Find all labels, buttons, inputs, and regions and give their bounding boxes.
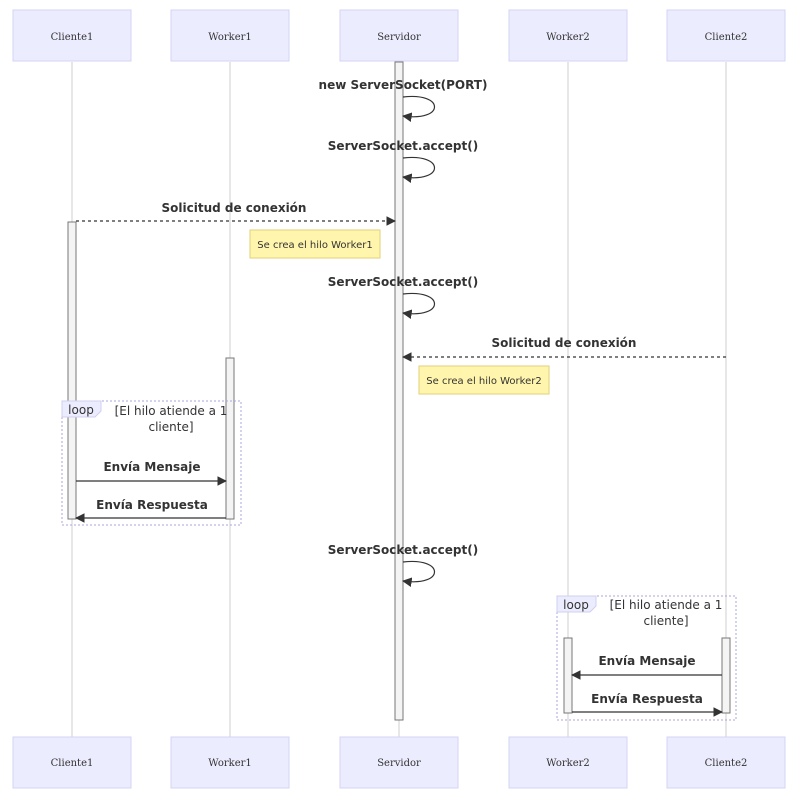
message-solicitud-1: Solicitud de conexión bbox=[76, 201, 396, 226]
actor-servidor-bottom: Servidor bbox=[339, 736, 459, 789]
loop-condition-line1: [El hilo atiende a 1 bbox=[610, 598, 723, 612]
message-label: Envía Respuesta bbox=[96, 498, 208, 512]
note-worker2-created: Se crea el hilo Worker2 bbox=[418, 365, 550, 395]
actor-label: Cliente2 bbox=[705, 758, 748, 769]
self-arrow bbox=[402, 292, 435, 319]
activation-cliente1 bbox=[67, 221, 77, 520]
loop-label: loop bbox=[563, 598, 589, 612]
self-arrow bbox=[402, 95, 435, 122]
message-label: ServerSocket.accept() bbox=[328, 543, 478, 557]
actor-label: Worker2 bbox=[546, 758, 590, 769]
message-envia-mensaje-1: Envía Mensaje bbox=[76, 460, 227, 486]
actor-label: Servidor bbox=[377, 32, 421, 43]
actor-worker1-bottom: Worker1 bbox=[170, 736, 290, 789]
self-arrow bbox=[402, 156, 435, 183]
actor-cliente2-bottom: Cliente2 bbox=[666, 736, 786, 789]
message-envia-respuesta-1: Envía Respuesta bbox=[75, 498, 226, 523]
actor-cliente2-top: Cliente2 bbox=[666, 9, 786, 62]
note-worker1-created: Se crea el hilo Worker1 bbox=[249, 229, 381, 259]
actor-label: Cliente1 bbox=[51, 758, 94, 769]
activation-worker1 bbox=[225, 357, 235, 520]
loop-condition-line2: cliente] bbox=[148, 420, 193, 434]
loop-label-tab bbox=[61, 400, 102, 418]
message-accept-2: ServerSocket.accept() bbox=[328, 275, 478, 319]
message-label: Envía Respuesta bbox=[591, 692, 703, 706]
actor-label: Cliente2 bbox=[705, 32, 748, 43]
self-arrow bbox=[402, 560, 435, 587]
actor-worker1-top: Worker1 bbox=[170, 9, 290, 62]
loop-worker2: loop [El hilo atiende a 1 cliente] bbox=[556, 595, 737, 721]
note-text: Se crea el hilo Worker2 bbox=[426, 376, 541, 387]
actor-cliente1-top: Cliente1 bbox=[12, 9, 132, 62]
actor-label: Worker1 bbox=[208, 32, 252, 43]
message-label: ServerSocket.accept() bbox=[328, 139, 478, 153]
message-solicitud-2: Solicitud de conexión bbox=[402, 336, 726, 362]
message-label: new ServerSocket(PORT) bbox=[319, 78, 488, 92]
message-label: ServerSocket.accept() bbox=[328, 275, 478, 289]
message-envia-mensaje-2: Envía Mensaje bbox=[571, 654, 722, 680]
loop-condition-line1: [El hilo atiende a 1 bbox=[115, 404, 228, 418]
message-label: Envía Mensaje bbox=[103, 460, 200, 474]
loop-label: loop bbox=[68, 403, 94, 417]
message-new-server-socket: new ServerSocket(PORT) bbox=[319, 78, 488, 122]
actor-label: Servidor bbox=[377, 758, 421, 769]
message-label: Solicitud de conexión bbox=[162, 201, 307, 215]
message-label: Solicitud de conexión bbox=[492, 336, 637, 350]
actor-worker2-bottom: Worker2 bbox=[508, 736, 628, 789]
loop-condition-line2: cliente] bbox=[643, 614, 688, 628]
message-envia-respuesta-2: Envía Respuesta bbox=[572, 692, 723, 717]
message-label: Envía Mensaje bbox=[598, 654, 695, 668]
message-accept-3: ServerSocket.accept() bbox=[328, 543, 478, 587]
note-text: Se crea el hilo Worker1 bbox=[257, 240, 372, 251]
actor-servidor-top: Servidor bbox=[339, 9, 459, 62]
activation-worker2 bbox=[563, 637, 573, 714]
message-accept-1: ServerSocket.accept() bbox=[328, 139, 478, 183]
actor-label: Worker2 bbox=[546, 32, 590, 43]
actor-worker2-top: Worker2 bbox=[508, 9, 628, 62]
actor-cliente1-bottom: Cliente1 bbox=[12, 736, 132, 789]
loop-label-tab bbox=[556, 595, 597, 613]
actor-label: Cliente1 bbox=[51, 32, 94, 43]
actor-label: Worker1 bbox=[208, 758, 252, 769]
activation-cliente2 bbox=[721, 637, 731, 714]
activation-servidor bbox=[394, 61, 404, 721]
loop-worker1: loop [El hilo atiende a 1 cliente] bbox=[61, 400, 242, 526]
